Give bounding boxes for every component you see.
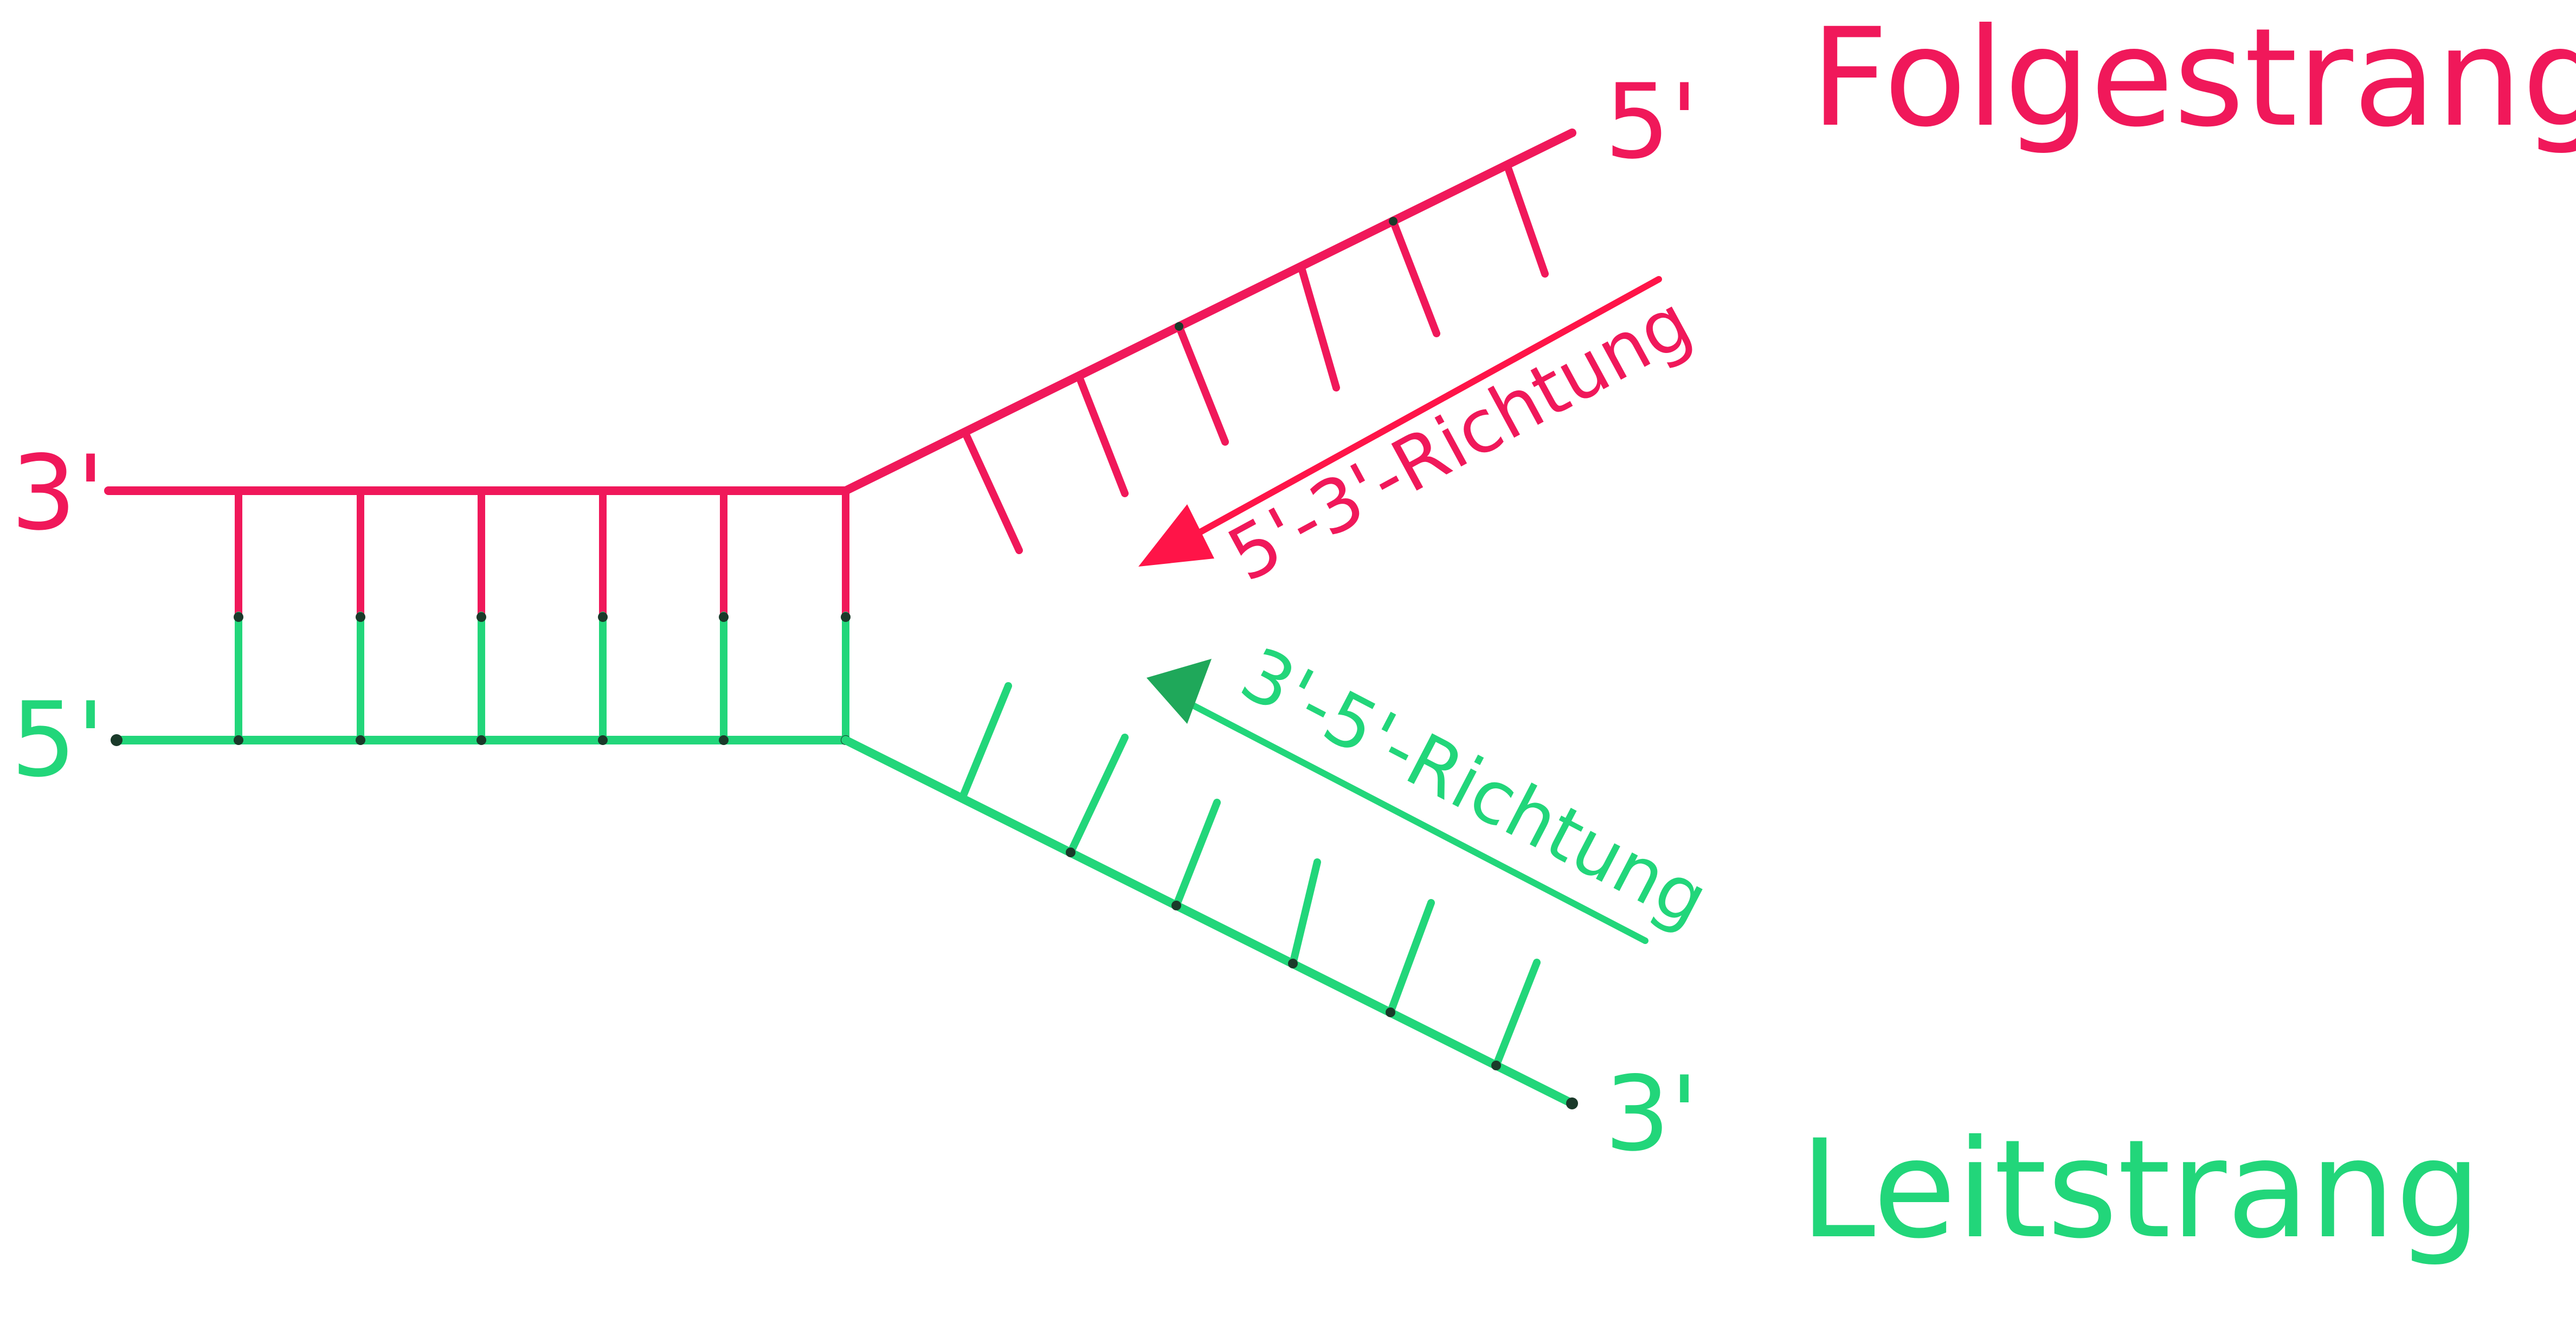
green-direction-arrow (1147, 659, 1648, 944)
leitstrang-bases (958, 682, 1541, 1069)
folgestrang-arm (841, 129, 1576, 554)
folgestrang-dots (1175, 217, 1398, 331)
leitstrang-arm (841, 682, 1578, 1109)
pink-arrow-shaft (1178, 276, 1662, 545)
pink-direction-arrow (1138, 276, 1662, 567)
paired-double-strand (104, 486, 851, 746)
green-arrowhead (1147, 659, 1212, 724)
leitstrang-backbone (841, 736, 1576, 1108)
top-left-end-label: 3' (11, 433, 105, 553)
top-right-end-label: 5' (1605, 62, 1698, 182)
base-pair (719, 487, 729, 744)
folgestrang-bases (961, 161, 1549, 554)
base-pair (841, 487, 851, 744)
green-arrow-shaft (1178, 696, 1648, 944)
folgestrang-title: Folgestrang (1811, 0, 2576, 157)
pink-arrowhead (1138, 504, 1214, 567)
bottom-right-end-label: 3' (1605, 1054, 1698, 1174)
base-pair-rungs (234, 487, 851, 744)
base-pair (598, 487, 608, 744)
base-pair (356, 487, 365, 744)
leitstrang-dots (1066, 847, 1578, 1109)
green-direction-label: 3'-5'-Richtung (1228, 631, 1721, 943)
pink-direction-label: 5'-3'-Richtung (1214, 279, 1705, 599)
bottom-left-end-label: 5' (11, 680, 105, 800)
base-pair (234, 487, 243, 744)
leitstrang-title: Leitstrang (1800, 1110, 2482, 1268)
base-pair (476, 487, 486, 744)
